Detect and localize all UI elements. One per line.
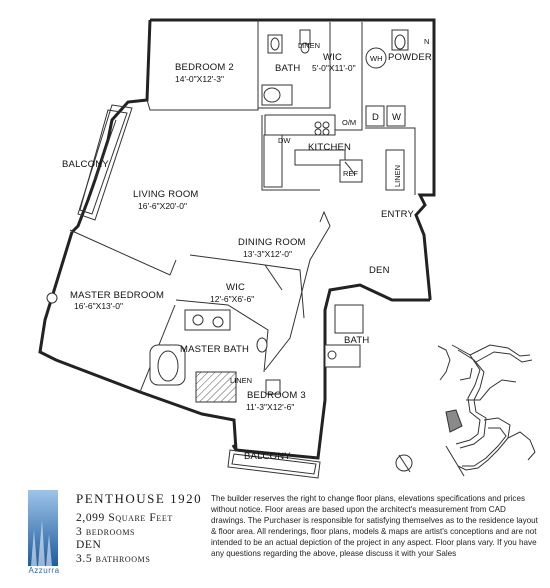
- label-bedroom2: BEDROOM 2: [175, 62, 234, 73]
- north-arrow: N: [395, 37, 429, 473]
- key-plan-highlight: [445, 409, 463, 433]
- label-balcony2: BALCONY: [244, 451, 291, 462]
- label-linen2: LINEN: [393, 165, 402, 187]
- dims-living: 16'-6"X20'-0": [138, 201, 187, 211]
- label-washer: W: [392, 112, 401, 123]
- dims-dining: 13'-3"X12'-0": [243, 249, 292, 259]
- spec-square-feet: 2,099 Square Feet: [76, 512, 173, 524]
- label-balcony1: BALCONY: [62, 159, 109, 170]
- label-living: LIVING ROOM: [133, 189, 199, 200]
- unit-title: PENTHOUSE 1920: [76, 491, 203, 506]
- room-labels: BEDROOM 2 14'-0"X12'-3" BATH LINEN WIC 5…: [62, 41, 432, 462]
- label-master: MASTER BEDROOM: [70, 290, 164, 301]
- fixtures: [46, 29, 409, 403]
- label-wic2: WIC: [226, 282, 245, 293]
- balcony-top: [77, 104, 133, 221]
- north-label: N: [424, 37, 429, 46]
- dims-wic1: 5'-0"X11'-0": [312, 63, 356, 73]
- logo-wordmark: Azzurra: [28, 566, 60, 575]
- spec-den: DEN: [76, 539, 102, 552]
- label-wh: WH: [370, 54, 383, 63]
- label-om: O/M: [342, 118, 356, 127]
- label-kitchen: KITCHEN: [308, 142, 351, 153]
- label-entry: ENTRY: [381, 209, 414, 220]
- dims-master: 16'-6"X13'-0": [74, 301, 123, 311]
- balcony-bottom: [227, 449, 321, 479]
- label-powder: POWDER: [388, 52, 432, 63]
- disclaimer-text: The builder reserves the right to change…: [211, 494, 538, 558]
- key-plan: [437, 344, 536, 477]
- unit-specs: 2,099 Square Feet 3 bedrooms DEN 3.5 bat…: [76, 512, 173, 566]
- dims-bedroom3: 11'-3"X12'-6": [246, 402, 294, 412]
- spec-bedrooms: 3 bedrooms: [76, 525, 136, 538]
- azzurra-logo: [28, 490, 58, 566]
- label-linen3: LINEN: [230, 376, 252, 385]
- label-dw: DW: [278, 136, 291, 145]
- dims-wic2: 12'-6"X6'-6": [210, 294, 254, 304]
- label-bedroom3: BEDROOM 3: [247, 390, 306, 401]
- interior-walls: [69, 20, 416, 393]
- exterior-walls: [38, 18, 436, 460]
- label-masterbath: MASTER BATH: [180, 344, 249, 355]
- dims-bedroom2: 14'-0"X12'-3": [175, 74, 224, 84]
- spec-bathrooms: 3.5 bathrooms: [76, 552, 151, 565]
- label-bath1: BATH: [275, 63, 300, 74]
- label-bath2: BATH: [344, 335, 369, 346]
- floor-plan: BEDROOM 2 14'-0"X12'-3" BATH LINEN WIC 5…: [38, 18, 536, 479]
- label-ref: REF: [343, 169, 358, 178]
- label-wic1: WIC: [323, 52, 342, 63]
- label-den: DEN: [369, 265, 390, 276]
- label-dining: DINING ROOM: [238, 237, 306, 248]
- label-linen1: LINEN: [298, 41, 320, 50]
- label-dryer: D: [372, 112, 379, 123]
